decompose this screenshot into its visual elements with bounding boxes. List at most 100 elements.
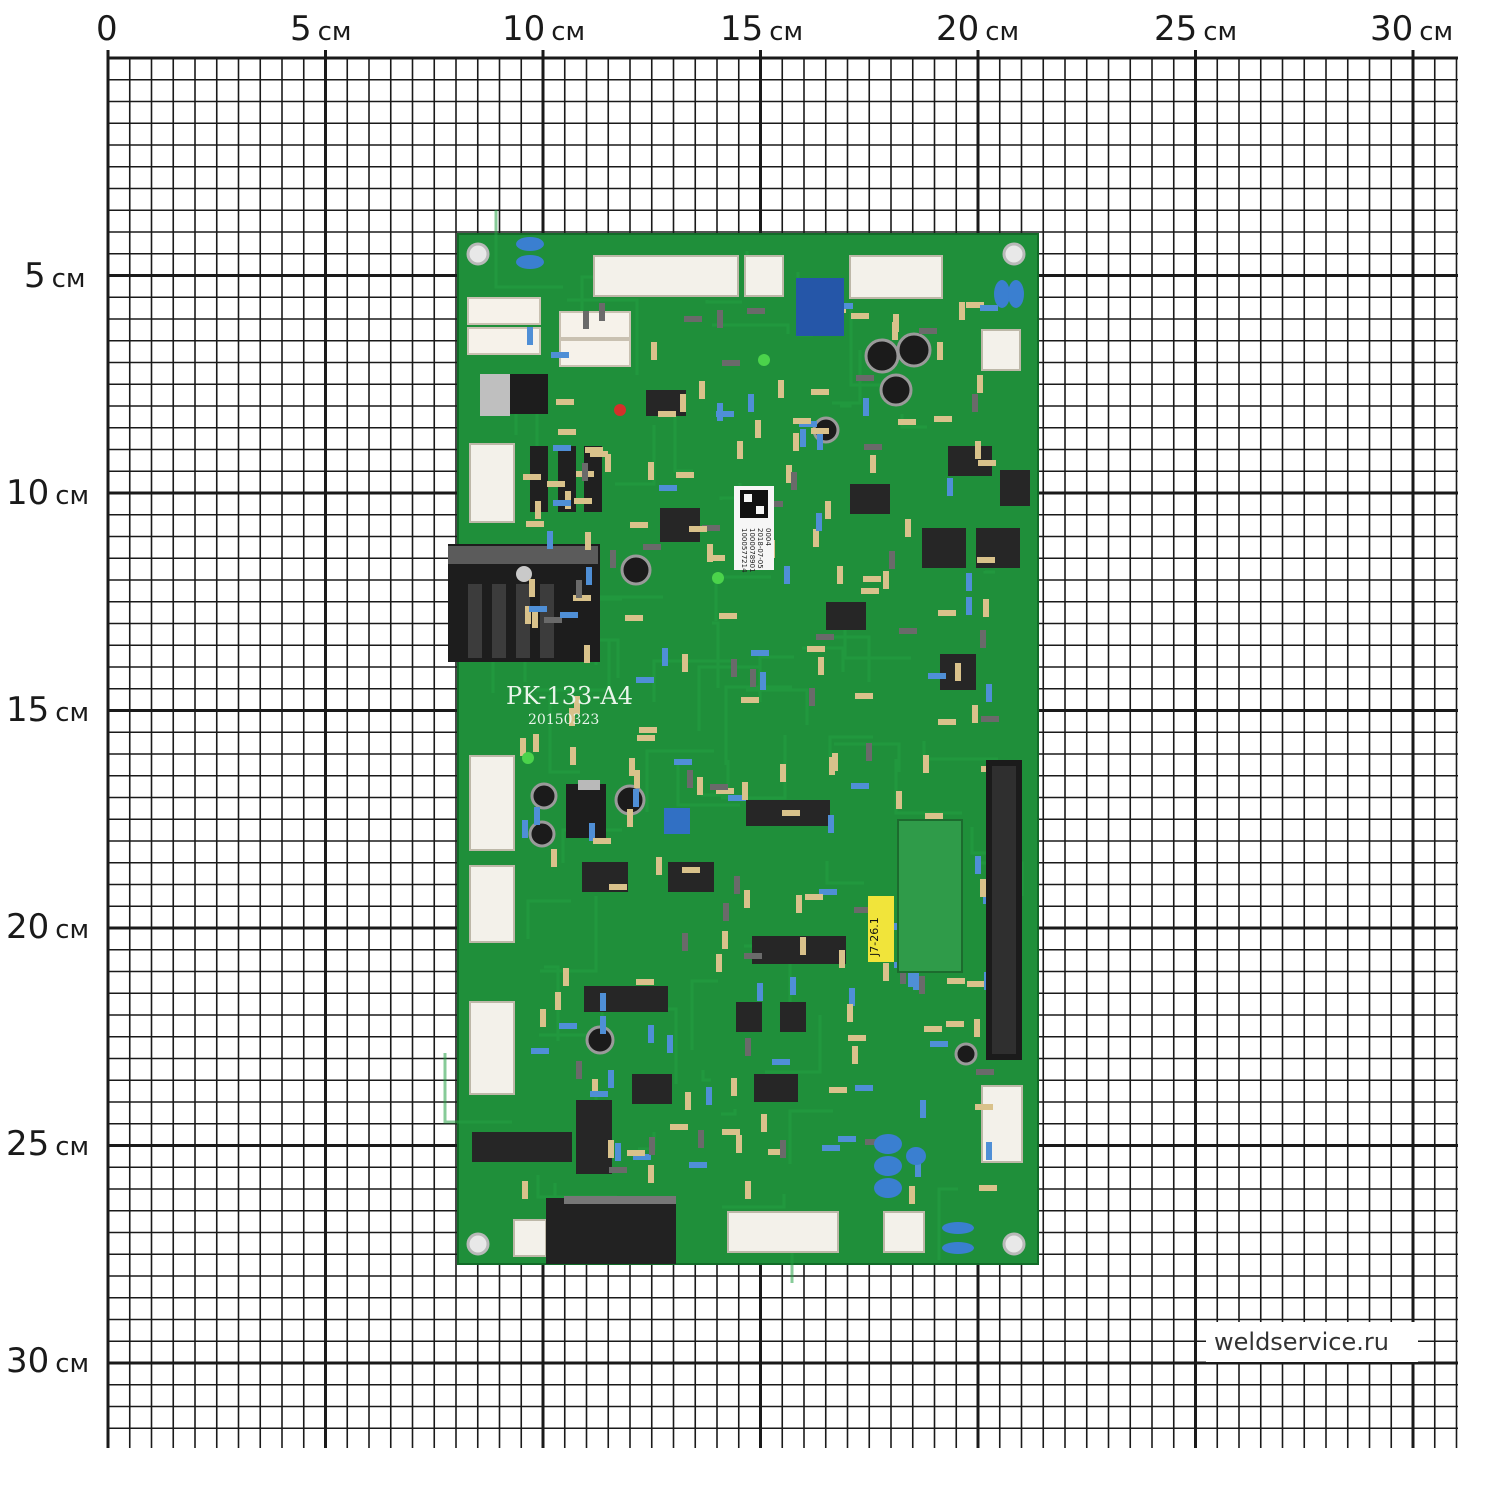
- resistor: [674, 759, 692, 765]
- resistor: [899, 628, 917, 634]
- copper-trace: [548, 695, 580, 774]
- resistor: [523, 474, 541, 480]
- resistor: [818, 657, 824, 675]
- copper-trace: [825, 861, 864, 885]
- resistor: [522, 820, 528, 838]
- resistor: [682, 867, 700, 873]
- resistor: [979, 1185, 997, 1191]
- ic-chip: [660, 508, 700, 542]
- output-relay: [546, 1198, 676, 1264]
- resistor: [817, 432, 823, 450]
- resistor: [731, 1078, 737, 1096]
- ic-chip: [576, 1100, 612, 1174]
- resistor: [648, 1025, 654, 1043]
- power-resistor: [559, 339, 631, 367]
- watermark: weldservice.ru: [1206, 1322, 1418, 1362]
- resistor: [590, 451, 608, 457]
- resistor: [547, 481, 565, 487]
- resistor: [687, 770, 693, 788]
- copper-trace: [719, 496, 737, 500]
- resistor: [920, 1100, 926, 1118]
- resistor: [919, 976, 925, 994]
- resistor: [533, 734, 539, 752]
- resistor: [972, 705, 978, 723]
- led-green: [758, 354, 770, 366]
- copper-traces: [443, 210, 1024, 1283]
- resistor: [938, 719, 956, 725]
- resistor: [889, 551, 895, 569]
- resistor: [532, 610, 538, 628]
- resistor: [648, 462, 654, 480]
- resistor: [938, 610, 956, 616]
- copper-trace: [712, 323, 790, 334]
- copper-trace: [690, 979, 718, 1050]
- resistor: [883, 571, 889, 589]
- resistor: [851, 313, 869, 319]
- resistor: [716, 788, 734, 794]
- resistor: [716, 954, 722, 972]
- connector-cn2: [469, 865, 515, 943]
- resistor: [593, 838, 611, 844]
- resistor: [848, 1035, 866, 1041]
- resistor: [924, 1026, 942, 1032]
- resistor: [856, 375, 874, 381]
- resistor: [782, 810, 800, 816]
- copper-trace: [705, 300, 742, 304]
- resistor: [728, 795, 746, 801]
- resistor: [828, 815, 834, 833]
- resistor: [608, 1140, 614, 1158]
- resistor: [913, 972, 919, 990]
- resistor: [866, 743, 872, 761]
- resistor: [816, 634, 834, 640]
- resistor: [986, 1142, 992, 1160]
- resistor: [570, 747, 576, 765]
- resistor: [600, 1016, 606, 1034]
- resistor: [744, 890, 750, 908]
- resistor: [698, 1130, 704, 1148]
- resistor: [659, 485, 677, 491]
- ic-chip: [736, 1002, 762, 1032]
- copper-trace: [828, 735, 873, 757]
- copper-trace: [834, 742, 901, 772]
- copper-trace: [645, 749, 714, 812]
- resistor: [710, 784, 728, 790]
- resistor: [745, 1038, 751, 1056]
- resistor: [600, 993, 606, 1011]
- resistor: [540, 1009, 546, 1027]
- resistor: [855, 1085, 873, 1091]
- power-resistor: [467, 297, 541, 325]
- voltage-regulator: [508, 374, 548, 414]
- resistor: [778, 380, 784, 398]
- resistor: [793, 418, 811, 424]
- resistor: [592, 1079, 598, 1097]
- resistor: [955, 663, 961, 681]
- resistor: [986, 684, 992, 702]
- ic-chip: [668, 862, 714, 892]
- resistor: [553, 445, 571, 451]
- resistor: [574, 696, 580, 714]
- led-red: [614, 404, 626, 416]
- copper-trace: [765, 1015, 822, 1074]
- copper-trace: [526, 899, 571, 939]
- resistor: [978, 460, 996, 466]
- resistor: [576, 1061, 582, 1079]
- connector-cn1: [469, 443, 515, 523]
- resistor: [551, 849, 557, 867]
- connector-cn5: [593, 255, 739, 297]
- pcb-substrate: [457, 233, 1039, 1265]
- resistor: [547, 531, 553, 549]
- resistor: [849, 988, 855, 1006]
- resistor: [925, 813, 943, 819]
- connector-cn7: [744, 255, 784, 297]
- led-green: [522, 752, 534, 764]
- resistor: [829, 1087, 847, 1093]
- resistor: [559, 1023, 577, 1029]
- resistor: [737, 441, 743, 459]
- resistor: [837, 566, 843, 584]
- resistor: [791, 472, 797, 490]
- resistor: [633, 1154, 651, 1160]
- resistor: [847, 1004, 853, 1022]
